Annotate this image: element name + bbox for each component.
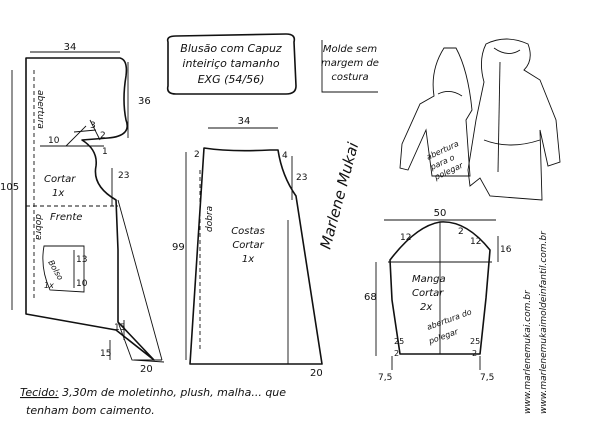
websites: www.marlenemukai.com.br www.marlenemukai… <box>523 230 549 414</box>
front-pocket-label: Bolso <box>46 259 65 282</box>
back-m23: 23 <box>296 173 307 183</box>
back-m2: 2 <box>194 150 200 160</box>
svg-text:Tecido: 3,30m de moletinho, pl: Tecido: 3,30m de moletinho, plush, malha… <box>20 386 286 399</box>
front-m15b: 15 <box>100 349 111 359</box>
garment-illustration: abertura para o polegar <box>399 38 561 201</box>
sleeve-m2: 2 <box>458 227 464 237</box>
sleeve-m2b: 2 <box>394 349 399 358</box>
sleeve-top-width: 50 <box>434 208 447 219</box>
front-m10: 10 <box>48 136 60 146</box>
front-m13: 13 <box>76 255 87 265</box>
website-1: www.marlenemukai.com.br <box>523 289 533 414</box>
fabric-line-2: tenham bom caimento. <box>26 404 155 417</box>
back-piece-name: Costas <box>231 226 265 237</box>
front-height-36: 36 <box>138 96 151 107</box>
sleeve-m12b: 12 <box>470 237 481 247</box>
title-box: Blusão com Capuz inteiriço tamanho EXG (… <box>166 33 297 95</box>
fabric-line-1: 3,30m de moletinho, plush, malha... que <box>59 386 287 399</box>
back-cut-qty: 1x <box>242 254 254 265</box>
back-m99: 99 <box>172 242 185 253</box>
signature-text: Marlene Mukai <box>316 140 362 251</box>
seam-note-line-1: Molde sem <box>323 44 378 55</box>
back-m4: 4 <box>282 151 288 161</box>
title-line-1: Blusão com Capuz <box>180 42 282 55</box>
front-m20: 20 <box>140 364 153 375</box>
fabric-label: Tecido: <box>20 386 59 399</box>
pocket-outline <box>42 245 85 293</box>
front-m23: 23 <box>118 171 129 181</box>
front-piece: 34 abertura 36 10 3 2 1 23 105 Cortar 1x… <box>0 42 165 375</box>
seam-note: Molde sem margem de costura <box>321 40 379 93</box>
back-fold: dobra <box>205 206 215 232</box>
sleeve-piece-name: Manga <box>412 274 446 285</box>
sleeve-m25b: 25 <box>470 337 480 346</box>
sleeve-m25: 25 <box>394 337 404 346</box>
front-m105: 105 <box>0 182 19 193</box>
fabric-note: Tecido: 3,30m de moletinho, plush, malha… <box>20 386 286 417</box>
seam-note-line-2: margem de <box>321 58 379 69</box>
back-top-width: 34 <box>238 116 251 127</box>
sleeve-m2c: 2 <box>472 349 477 358</box>
seam-note-line-3: costura <box>331 72 368 83</box>
title-line-3: EXG (54/56) <box>198 73 265 86</box>
sleeve-piece: 50 12 2 12 16 68 Manga Cortar 2x abertur… <box>364 208 512 383</box>
front-cut-label: Cortar <box>44 174 76 185</box>
front-m1: 1 <box>102 147 108 157</box>
back-piece: 34 2 4 23 99 dobra Costas Cortar 1x 20 <box>172 116 323 379</box>
front-m2: 2 <box>100 131 106 141</box>
sleeve-thumb-opening-1: abertura do <box>426 307 473 332</box>
front-piece-name: Frente <box>50 212 82 223</box>
sleeve-m12: 12 <box>400 233 411 243</box>
sleeve-m68: 68 <box>364 292 377 303</box>
sleeve-cut-label: Cortar <box>412 288 444 299</box>
front-top-width: 34 <box>64 42 77 53</box>
front-m15: 15 <box>114 323 125 333</box>
front-m3: 3 <box>90 121 96 131</box>
front-cut-qty: 1x <box>52 188 64 199</box>
back-cut-label: Cortar <box>232 240 264 251</box>
sleeve-m16: 16 <box>500 245 512 255</box>
front-pocket-qty: 1x <box>44 281 54 290</box>
front-side-opening: abertura <box>35 90 45 129</box>
back-m20: 20 <box>310 368 323 379</box>
title-line-2: inteiriço tamanho <box>182 57 279 70</box>
front-m10b: 10 <box>76 279 88 289</box>
sleeve-m75b: 7,5 <box>480 373 494 383</box>
website-2: www.marlenemukaimoldeinfantil.com.br <box>539 230 549 414</box>
front-fold: dobra <box>33 214 43 240</box>
signature-mark: Marlene Mukai <box>316 140 362 251</box>
sleeve-cut-qty: 2x <box>420 302 432 313</box>
sleeve-m75: 7,5 <box>378 373 392 383</box>
